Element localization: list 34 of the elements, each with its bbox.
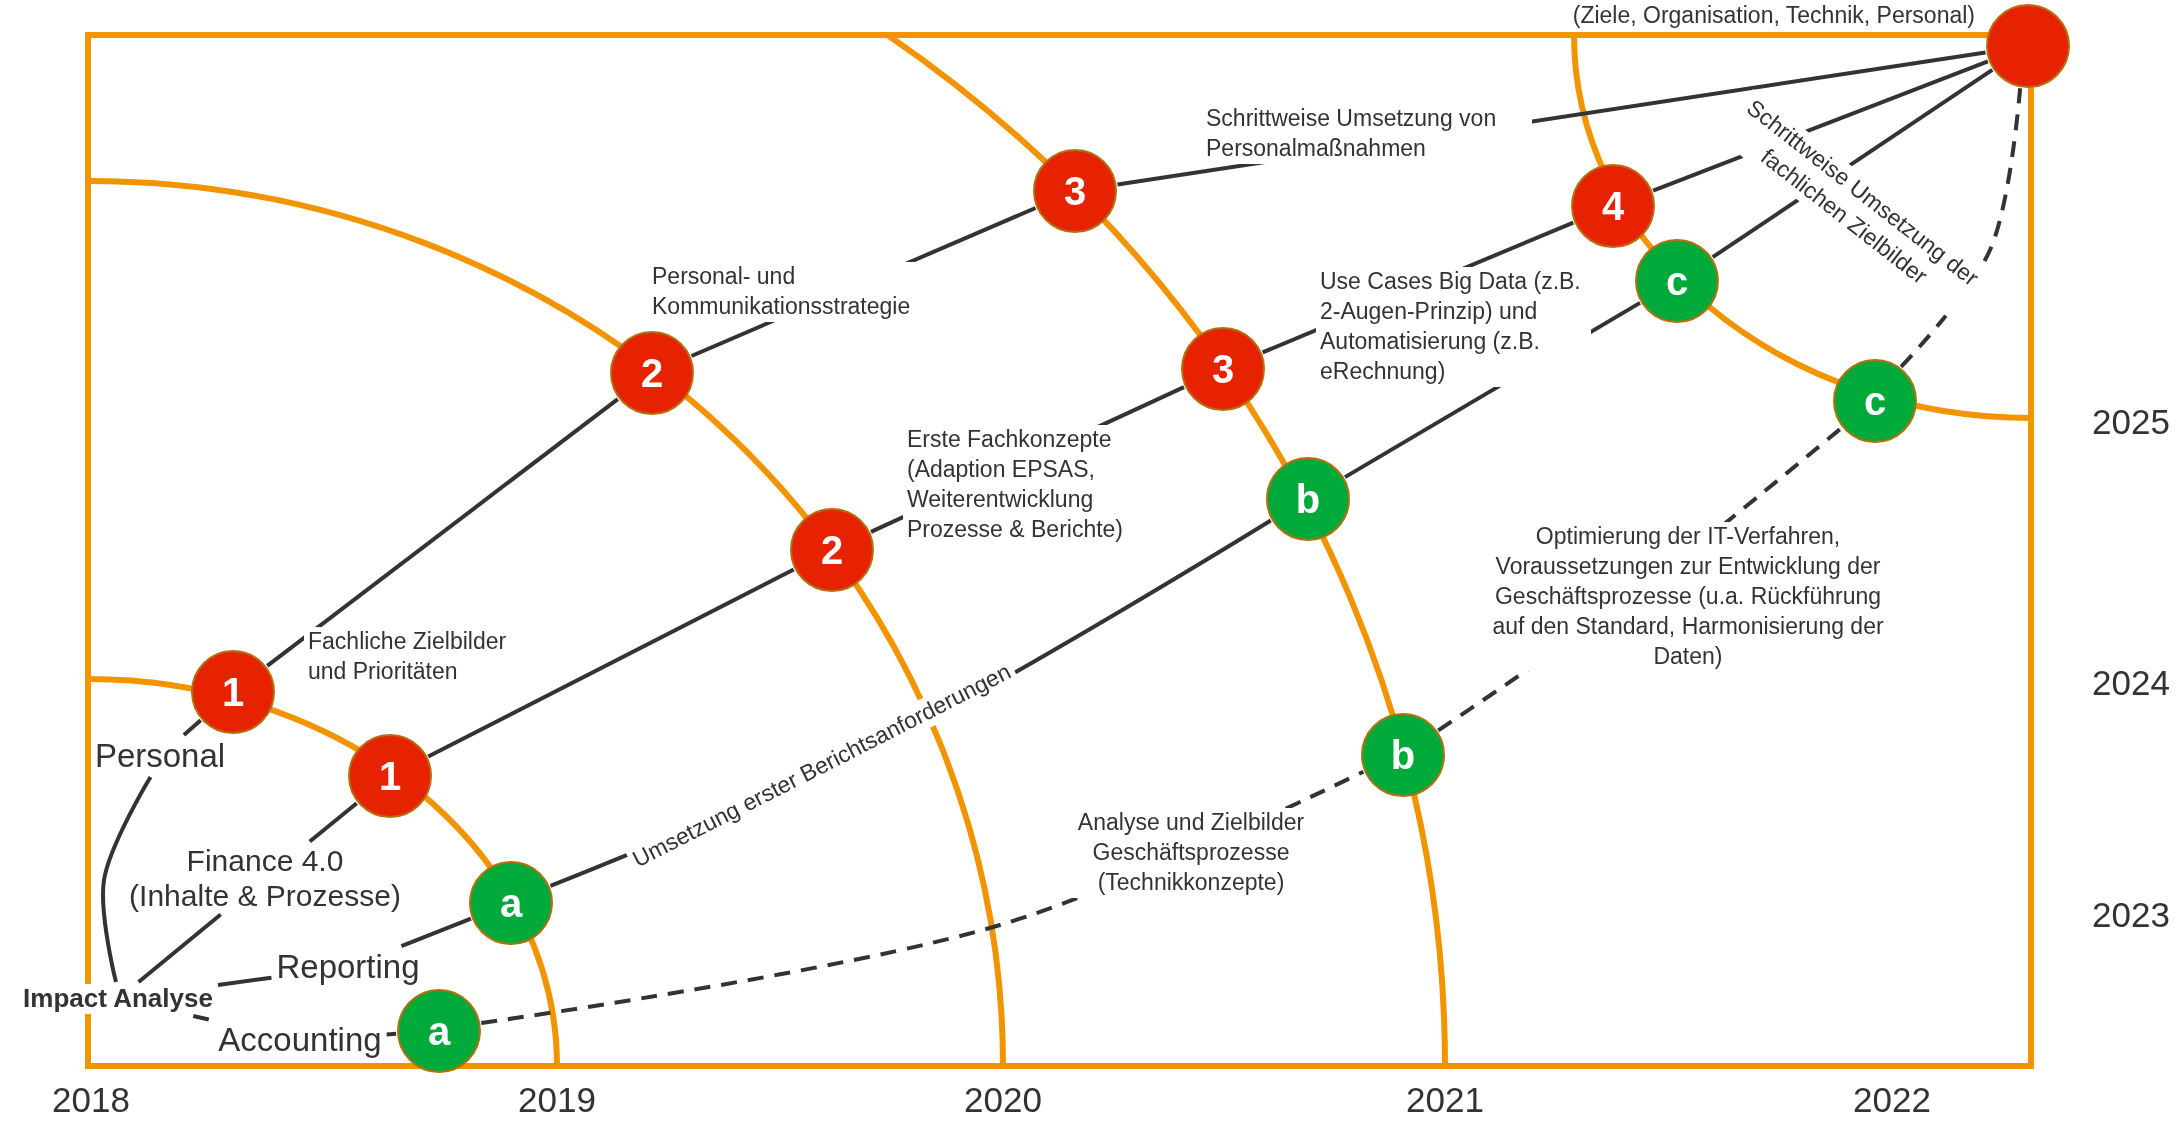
milestone-circle: 2 <box>610 331 694 415</box>
milestone-circle: 2 <box>790 508 874 592</box>
track-label-line: Finance 4.0 <box>185 843 345 878</box>
connector-line <box>308 801 358 844</box>
track-label-line: (Inhalte & Prozesse) <box>129 878 401 913</box>
year-label: 2022 <box>1853 1080 1931 1120</box>
year-label: 2020 <box>964 1080 1042 1120</box>
milestone-circle: c <box>1635 239 1719 323</box>
connector-line <box>266 397 619 668</box>
milestone-circle: c <box>1833 359 1917 443</box>
connector-line <box>217 975 272 988</box>
connector-line <box>182 718 202 737</box>
milestone-circle: 3 <box>1181 327 1265 411</box>
connector-line <box>386 1031 397 1037</box>
connector-line <box>101 775 153 983</box>
milestone-circle: 4 <box>1571 164 1655 248</box>
year-label: 2024 <box>2092 663 2170 703</box>
milestone-circle: b <box>1361 713 1445 797</box>
milestone-circle: b <box>1266 457 1350 541</box>
connector-line <box>400 916 472 948</box>
year-label: 2018 <box>52 1080 130 1120</box>
milestone-circle: a <box>469 861 553 945</box>
year-label: 2023 <box>2092 895 2170 935</box>
connector-line <box>137 912 222 984</box>
year-label: 2025 <box>2092 402 2170 442</box>
connector-line <box>427 567 795 759</box>
year-label: 2019 <box>518 1080 596 1120</box>
milestone-circle: a <box>397 989 481 1073</box>
milestone-circle: 3 <box>1033 149 1117 233</box>
edge-label: Use Cases Big Data (z.B. 2-Augen-Prinzip) und Automatisierung (z.B. eRechnung) <box>1316 267 1591 387</box>
milestone-circle: 1 <box>191 650 275 734</box>
year-label: 2021 <box>1406 1080 1484 1120</box>
goal-caption: (Ziele, Organisation, Technik, Personal) <box>1572 2 1975 29</box>
milestone-circle: 1 <box>348 734 432 818</box>
